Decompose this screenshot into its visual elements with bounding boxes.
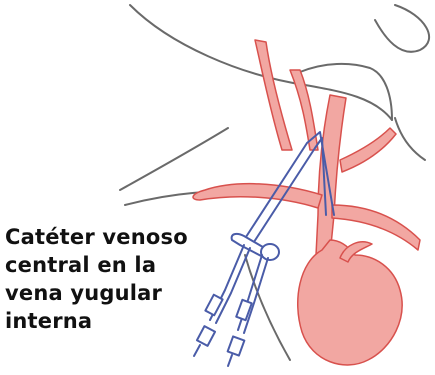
illustration-caption: Catéter venoso central en la vena yugula… (5, 223, 210, 335)
catheter-hub-ring (261, 244, 279, 260)
caption-line-3: vena yugular (5, 279, 210, 307)
left-subclavian-vessel (193, 184, 322, 208)
catheter-tip-right (228, 355, 232, 366)
right-branch-vessel (340, 128, 396, 172)
ear-outline (375, 5, 429, 52)
right-subclavian-vessel (332, 205, 420, 250)
blood-vessels (193, 40, 420, 365)
neck-left-outline (120, 128, 228, 190)
internal-jugular-vein (316, 95, 346, 255)
catheter-tip-left (194, 345, 200, 356)
caption-line-1: Catéter venoso (5, 223, 210, 251)
caption-line-2: central en la (5, 251, 210, 279)
caption-line-4: interna (5, 307, 210, 335)
catheter-connector-right (228, 336, 245, 355)
neck-right-outline (395, 118, 425, 160)
carotid-artery (255, 40, 292, 150)
jaw-outline (300, 64, 392, 120)
